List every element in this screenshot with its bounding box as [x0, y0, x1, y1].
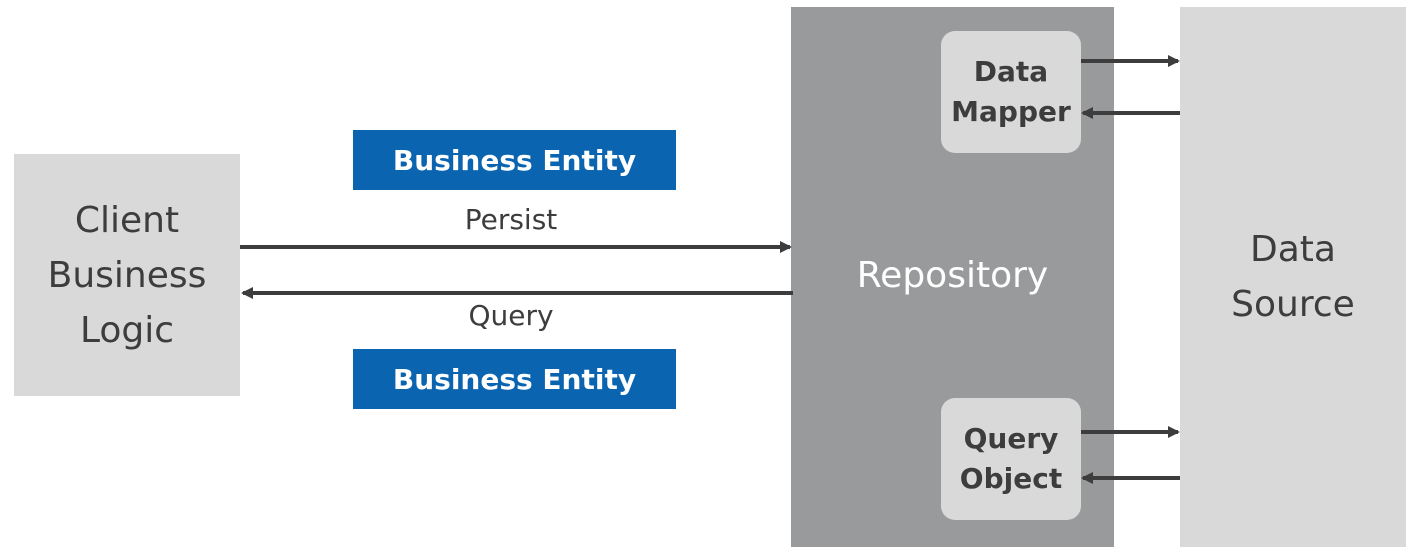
- data-mapper-box: Data Mapper: [941, 31, 1081, 153]
- business-entity-top-label: Business Entity: [392, 143, 637, 177]
- business-entity-bottom-label: Business Entity: [392, 362, 637, 396]
- query-object-label: Query Object: [959, 422, 1063, 495]
- data-source-box: Data Source: [1180, 7, 1406, 547]
- repository-box: Repository Data Mapper Query Object: [791, 7, 1114, 547]
- business-entity-bottom-box: Business Entity: [353, 349, 676, 409]
- query-object-box: Query Object: [941, 398, 1081, 520]
- persist-label: Persist: [464, 203, 558, 236]
- data-mapper-label: Data Mapper: [951, 55, 1071, 128]
- business-entity-top-box: Business Entity: [353, 130, 676, 190]
- client-business-logic-box: Client Business Logic: [14, 154, 240, 396]
- query-label: Query: [468, 299, 554, 332]
- repository-label: Repository: [856, 255, 1049, 296]
- client-business-logic-label: Client Business Logic: [47, 199, 207, 351]
- data-source-label: Data Source: [1231, 229, 1355, 325]
